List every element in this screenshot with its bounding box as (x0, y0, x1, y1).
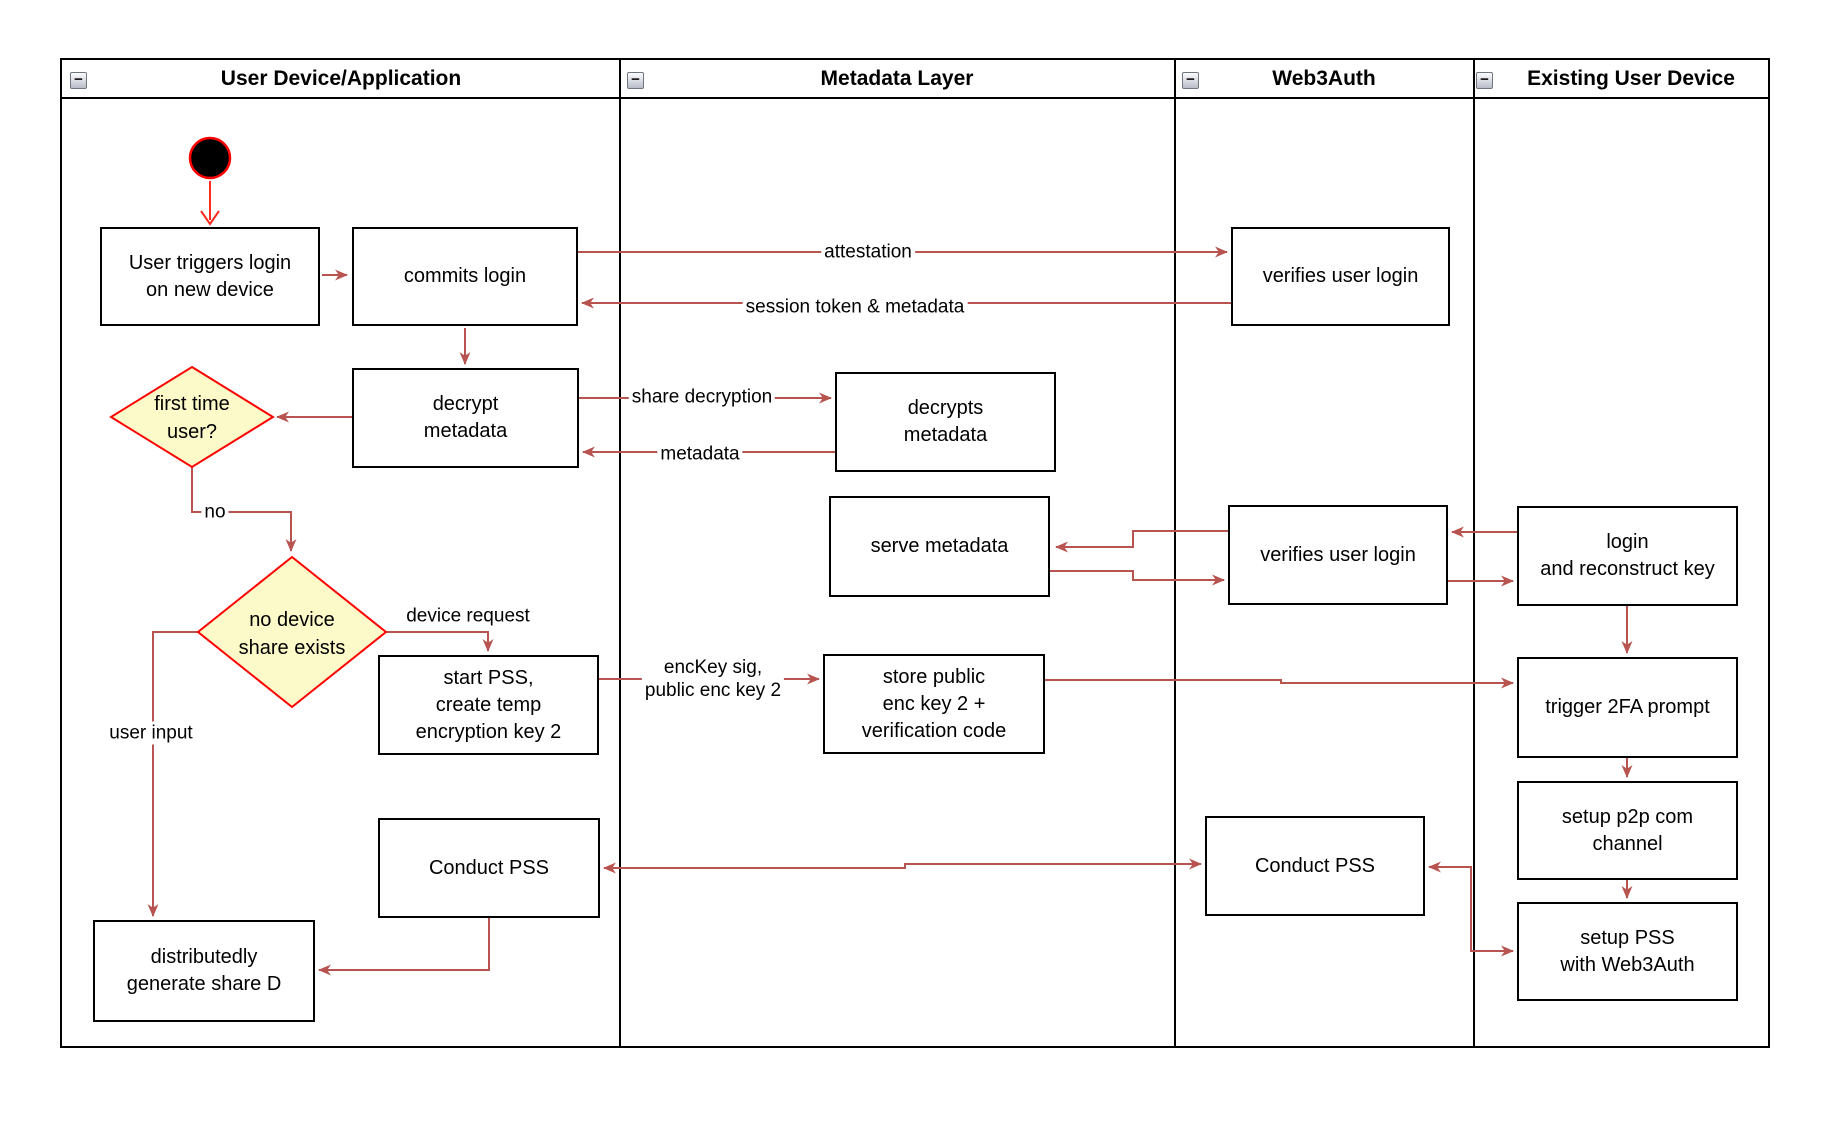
node-user-triggers-login[interactable]: User triggers login on new device (100, 227, 320, 326)
edge-label-no: no (201, 500, 229, 524)
lane-header-metadata-layer[interactable]: Metadata Layer (820, 67, 974, 90)
node-login-reconstruct-key[interactable]: login and reconstruct key (1517, 506, 1738, 606)
lane-divider-3 (1473, 58, 1475, 1048)
node-commits-login[interactable]: commits login (352, 227, 578, 326)
arrow-verifies-to-serve (1055, 530, 1228, 553)
node-store-public-enc-key[interactable]: store public enc key 2 + verification co… (823, 654, 1045, 754)
edge-label-metadata: metadata (657, 442, 743, 466)
node-trigger-2fa[interactable]: trigger 2FA prompt (1517, 657, 1738, 758)
arrow-setuppss-conductpss-bidirectional (1428, 861, 1514, 957)
node-start-pss[interactable]: start PSS, create temp encryption key 2 (378, 655, 599, 755)
collapse-lane-icon[interactable]: − (627, 72, 644, 89)
collapse-lane-icon[interactable]: − (70, 72, 87, 89)
edge-label-device-request: device request (403, 604, 533, 628)
edge-label-session-token: session token & metadata (742, 295, 968, 319)
arrow-device-request (386, 631, 494, 652)
decision-first-time-user[interactable] (109, 365, 275, 469)
arrow-no-branch (191, 467, 297, 552)
node-conduct-pss-right[interactable]: Conduct PSS (1205, 816, 1425, 916)
node-distributedly-generate[interactable]: distributedly generate share D (93, 920, 315, 1022)
start-node[interactable] (188, 136, 232, 180)
edge-label-attestation: attestation (821, 240, 915, 264)
decision-no-device-share-label: no device share exists (238, 609, 346, 659)
lane-header-existing-device[interactable]: Existing User Device (1527, 67, 1735, 90)
lane-header-web3auth[interactable]: Web3Auth (1272, 67, 1376, 90)
arrow-store-to-trigger2fa (1045, 677, 1514, 689)
decision-no-device-share[interactable] (196, 555, 388, 709)
node-conduct-pss-left[interactable]: Conduct PSS (378, 818, 600, 918)
collapse-lane-icon[interactable]: − (1182, 72, 1199, 89)
node-decrypt-metadata[interactable]: decrypt metadata (352, 368, 579, 468)
lane-header-user-device[interactable]: User Device/Application (220, 67, 462, 90)
node-verifies-user-login-top[interactable]: verifies user login (1231, 227, 1450, 326)
arrow-start-open-head (200, 210, 220, 226)
decision-first-time-user-label: first time user? (154, 393, 230, 443)
lane-divider-2 (1174, 58, 1176, 1048)
edge-label-user-input: user input (106, 721, 196, 745)
lane-header-separator (60, 97, 1770, 99)
edge-label-enckey: encKey sig, public enc key 2 (641, 656, 785, 702)
arrow-conductpss-bidirectional (603, 858, 1202, 874)
arrow-serve-to-verifies (1050, 570, 1225, 586)
lane-divider-1 (619, 58, 621, 1048)
edge-label-share-decryption: share decryption (628, 385, 776, 409)
arrow-conductpss-to-distributedly (318, 918, 490, 976)
node-decrypts-metadata[interactable]: decrypts metadata (835, 372, 1056, 472)
arrow-user-input (147, 631, 198, 917)
node-verifies-user-login-mid[interactable]: verifies user login (1228, 505, 1448, 605)
collapse-lane-icon[interactable]: − (1476, 72, 1493, 89)
node-serve-metadata[interactable]: serve metadata (829, 496, 1050, 597)
node-setup-p2p-channel[interactable]: setup p2p com channel (1517, 781, 1738, 880)
node-setup-pss-web3auth[interactable]: setup PSS with Web3Auth (1517, 902, 1738, 1001)
